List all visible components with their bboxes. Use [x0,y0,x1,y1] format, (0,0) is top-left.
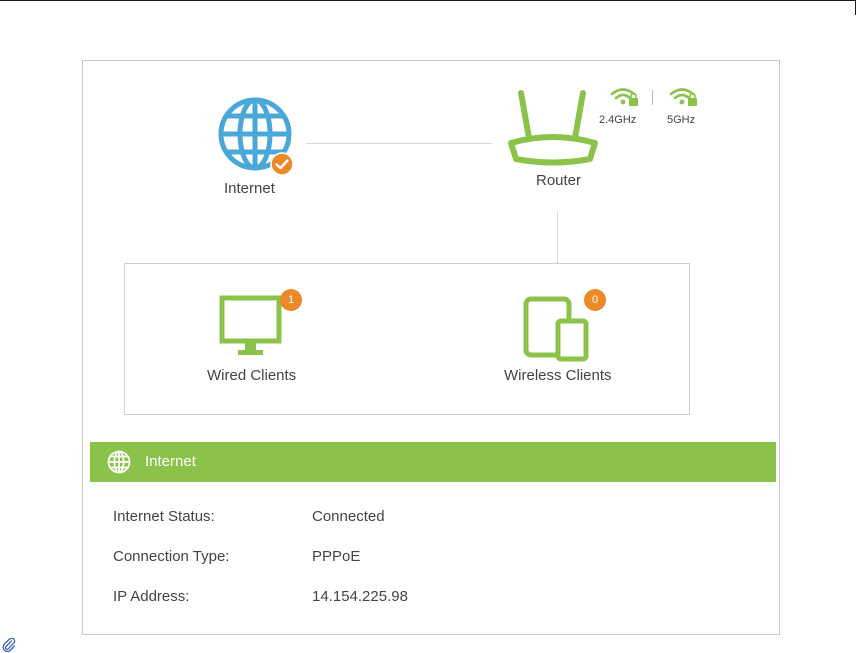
wired-clients-label: Wired Clients [207,367,296,384]
wireless-count-badge: 0 [584,289,606,311]
router-icon [506,88,600,166]
connection-type-label: Connection Type: [113,548,229,565]
internet-section-header[interactable]: Internet [90,442,776,482]
internet-status-value: Connected [312,508,385,525]
check-badge-icon [270,152,294,176]
internet-status-label: Internet Status: [113,508,215,525]
wifi-5ghz[interactable]: 5GHz [664,86,708,130]
top-rule [0,0,856,1]
tablet-phone-icon [522,295,592,365]
connection-type-value: PPPoE [312,548,360,565]
wired-count-badge: 1 [280,289,302,311]
ip-address-label: IP Address: [113,588,189,605]
wifi-24ghz[interactable]: 2.4GHz [598,86,648,130]
monitor-icon [219,295,283,365]
wireless-clients-label: Wireless Clients [504,367,612,384]
router-node[interactable] [506,88,600,166]
router-clients-link [557,211,558,264]
wifi-5ghz-label: 5GHz [667,114,695,126]
globe-icon [107,450,131,474]
wireless-clients-node[interactable]: 0 [522,287,612,362]
paperclip-icon [2,638,16,652]
wifi-24ghz-label: 2.4GHz [599,114,636,126]
ip-address-value: 14.154.225.98 [312,588,408,605]
internet-router-link [306,143,492,144]
wired-clients-node[interactable]: 1 [218,287,308,357]
internet-section-title: Internet [145,453,196,470]
wifi-lock-icon [610,86,640,108]
internet-label: Internet [224,180,275,197]
wifi-separator [652,90,653,105]
router-label: Router [536,172,581,189]
wifi-lock-icon [669,86,699,108]
internet-node[interactable] [218,96,294,176]
